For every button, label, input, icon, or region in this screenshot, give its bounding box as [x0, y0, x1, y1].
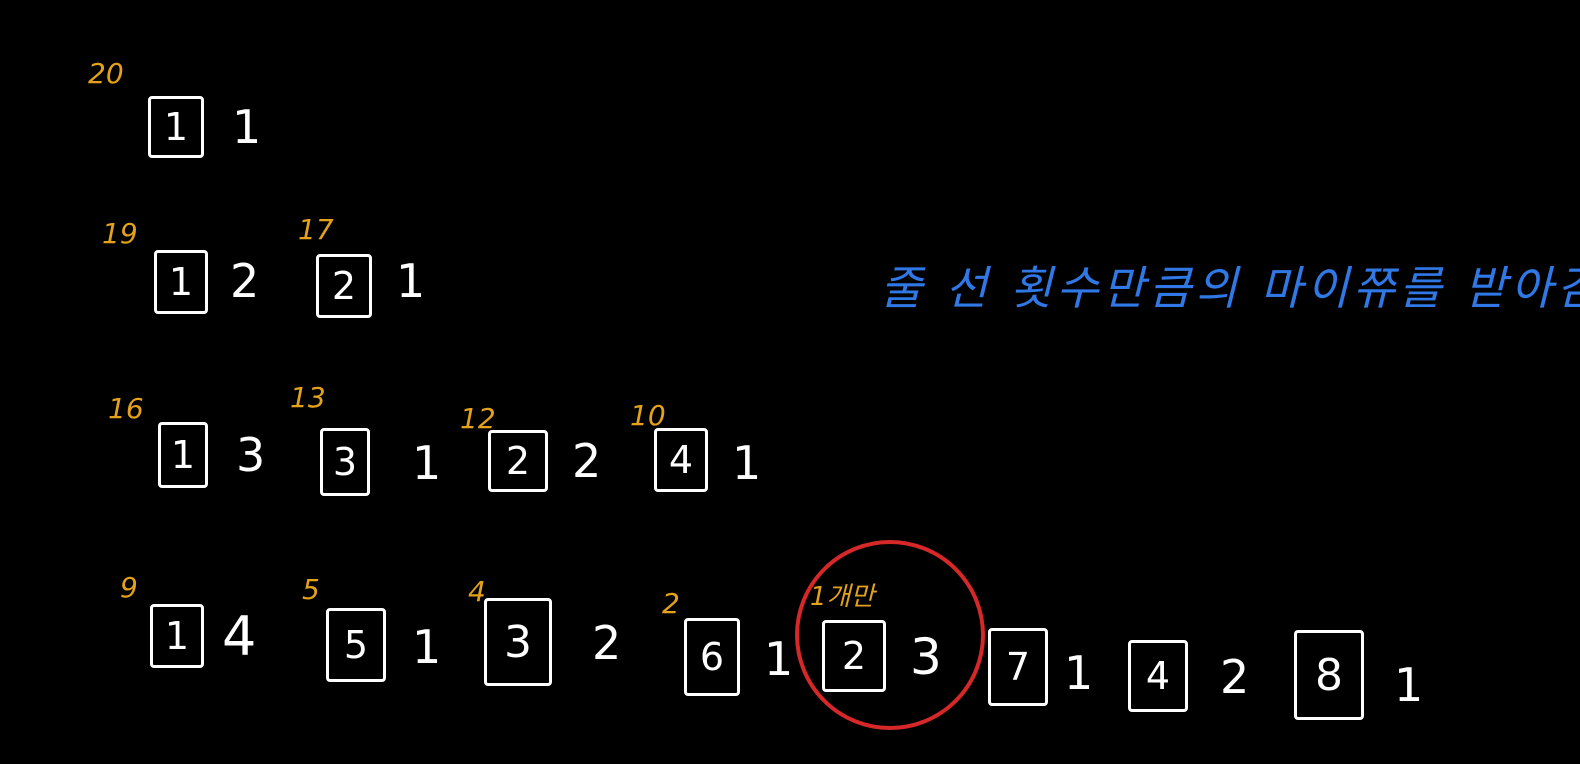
count-number: 3	[236, 428, 266, 482]
count-number: 2	[1220, 650, 1250, 704]
count-number: 4	[222, 605, 257, 668]
boxed-number: 2	[822, 620, 886, 692]
boxed-number: 1	[148, 96, 204, 158]
boxed-number: 3	[484, 598, 552, 686]
count-number: 1	[764, 632, 794, 686]
count-number: 1	[732, 436, 762, 490]
count-number: 2	[230, 254, 260, 308]
annotation: 16	[108, 392, 144, 425]
annotation: 4	[468, 575, 486, 608]
boxed-number: 4	[1128, 640, 1188, 712]
boxed-number: 2	[316, 254, 372, 318]
annotation: 9	[120, 571, 138, 604]
count-number: 1	[232, 100, 262, 154]
count-number: 1	[1064, 646, 1094, 700]
instruction-note: 줄 선 횟수만큼의 마이쮸를 받아감!	[880, 261, 1580, 315]
boxed-number: 8	[1294, 630, 1364, 720]
boxed-number: 1	[150, 604, 204, 668]
boxed-number: 2	[488, 430, 548, 492]
boxed-number: 1	[154, 250, 208, 314]
annotation: 13	[290, 381, 326, 414]
count-number: 1	[396, 254, 426, 308]
count-number: 2	[572, 434, 602, 488]
annotation: 19	[102, 217, 138, 250]
boxed-number: 4	[654, 428, 708, 492]
annotation: 20	[88, 57, 124, 90]
boxed-number: 5	[326, 608, 386, 682]
boxed-number: 6	[684, 618, 740, 696]
annotation: 2	[662, 587, 680, 620]
annotation: 10	[630, 399, 666, 432]
boxed-number: 3	[320, 428, 370, 496]
count-number: 2	[592, 616, 622, 670]
annotation: 12	[460, 402, 496, 435]
count-number: 1	[1394, 658, 1424, 712]
count-number: 1	[412, 620, 442, 674]
highlight-circle	[795, 540, 985, 730]
annotation: 1개만	[810, 582, 875, 612]
annotation: 5	[302, 573, 320, 606]
annotation: 17	[298, 213, 334, 246]
count-number: 3	[910, 628, 942, 686]
boxed-number: 7	[988, 628, 1048, 706]
count-number: 1	[412, 436, 442, 490]
boxed-number: 1	[158, 422, 208, 488]
